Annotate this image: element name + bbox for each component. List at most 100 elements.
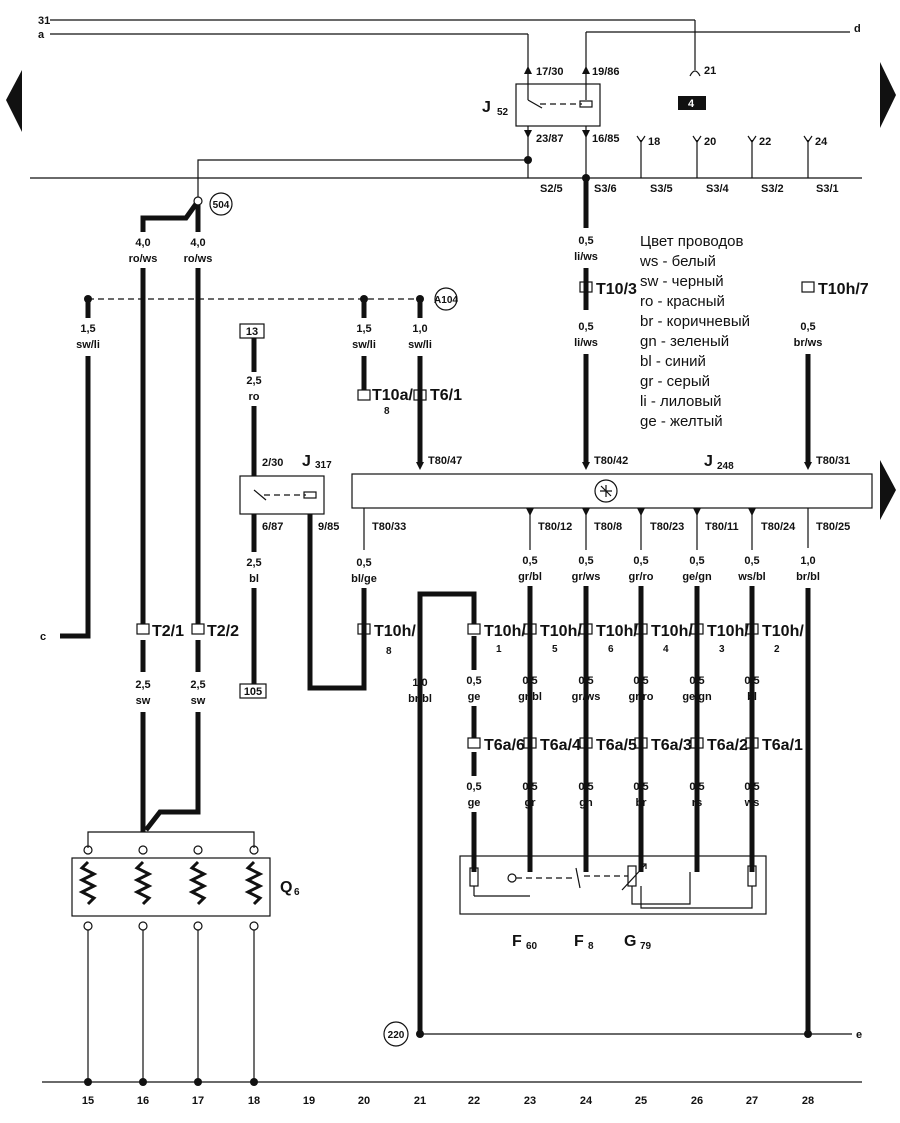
conn-t6a6 [467,737,481,749]
bus-label-s34: S3/4 [706,183,730,195]
junction-e [804,1030,812,1038]
col26-mid-size: 0,5 [689,675,704,687]
w15b-color: sw/li [352,339,376,351]
relay-j317 [239,475,325,515]
wire-c [60,356,91,639]
w25ro-color: ro [249,391,260,403]
col27-top-size: 0,5 [744,555,759,567]
ruler-27: 27 [746,1095,758,1107]
j248-pin-t8047: T80/47 [428,455,462,467]
box-4-label: 4 [688,98,695,110]
conn-t61 [413,389,427,401]
wire-j317-85 [307,514,367,691]
next-page-arrow[interactable] [880,62,896,128]
col24-t10n: 6 [608,644,614,655]
w05a-size: 0,5 [578,235,593,247]
col25-mid-size: 0,5 [633,675,648,687]
pin-21-mark [689,70,701,77]
col26-t10n: 3 [719,644,725,655]
node-504 [209,192,233,216]
tap-20-mark [692,135,702,144]
node-220 [383,1021,409,1047]
conn-t22-label: T2/2 [207,623,239,640]
col23-top-size: 0,5 [522,555,537,567]
j248-pin-t8011: T80/11 [705,521,739,533]
col25-t6: T6a/3 [651,737,692,754]
wire-504-feed [197,159,528,200]
j317-pin-1: 2/30 [262,457,283,469]
ruler-dot-15 [84,1078,92,1086]
bus-label-s36: S3/6 [594,183,617,195]
conn-t10a-num: 8 [384,406,390,417]
ruler-22: 22 [468,1095,480,1107]
ruler-15: 15 [82,1095,94,1107]
j248-in-arrow-1 [416,462,424,470]
conn-t10h8 [357,623,371,635]
j317-switch [253,489,267,501]
wire-e-label: e [856,1029,862,1041]
continue-arrow[interactable] [880,460,896,520]
j317-pin-3: 9/85 [318,521,339,533]
legend-item-ws: ws - белый [639,253,716,270]
col24-bot-size: 0,5 [578,781,593,793]
j52-pin-3: 23/87 [536,133,564,145]
ruler-18: 18 [248,1095,260,1107]
bus-label-s35: S3/5 [650,183,673,195]
heater-q6 [71,857,271,917]
col-26 [690,508,704,872]
j52-pin-2: 19/86 [592,66,620,78]
legend-item-sw: sw - черный [640,273,724,290]
tap-22-mark [747,135,757,144]
pin-21-label: 21 [704,65,716,77]
bus-label-s32: S3/2 [761,183,784,195]
w10brbl-size: 1,0 [412,677,427,689]
wire-31-label: 31 [38,15,50,27]
tap-20-label: 20 [704,136,716,148]
j248-pin-t8042: T80/42 [594,455,628,467]
j248-symbol-mark [600,485,612,497]
col24-mid-color: gr/ws [572,691,601,703]
col23-bot-color: gr [525,797,537,809]
w25swa-size: 2,5 [135,679,150,691]
col25-t10: T10h/ [651,623,693,640]
col26-t10: T10h/ [707,623,749,640]
col23-t10n: 5 [552,644,558,655]
sensor-internals [469,863,757,909]
f60-label: F [512,933,522,950]
col23-bot-size: 0,5 [522,781,537,793]
j52-out-arrow-2 [582,130,590,138]
col27-bot-size: 0,5 [744,781,759,793]
col26-t6: T6a/2 [707,737,748,754]
legend-item-ro: ro - красный [640,293,725,310]
wire-a-label: a [38,29,45,41]
conn-t10h1 [467,623,481,635]
box-105-label: 105 [244,686,262,698]
sensor-block [459,855,767,915]
col25-top-size: 0,5 [633,555,648,567]
w40b-size: 4,0 [190,237,205,249]
w25swb-color: sw [191,695,206,707]
col24-mid-size: 0,5 [578,675,593,687]
w25bl-color: bl [249,573,259,585]
w10-size: 1,0 [412,323,427,335]
w25bl-size: 2,5 [246,557,261,569]
col27-t10n: 2 [774,644,780,655]
conn-t103 [579,281,593,293]
j52-label-sub: 52 [497,107,509,118]
box-105 [239,683,267,699]
j52-arrow-2 [582,66,590,74]
w25swb-size: 2,5 [190,679,205,691]
w05c-size: 0,5 [800,321,815,333]
conn-t10h1-label: T10h/ [484,623,526,640]
conn-t21-label: T2/1 [152,623,184,640]
col25-top-color: gr/ro [628,571,653,583]
g79-label: G [624,933,636,950]
col22-bot-size: 0,5 [466,781,481,793]
ruler-dot-17 [194,1078,202,1086]
w15-size: 1,5 [80,323,95,335]
ruler-28: 28 [802,1095,814,1107]
prev-page-arrow[interactable] [6,70,22,132]
j248-pin-t8024: T80/24 [761,521,796,533]
relay-j52 [515,83,601,127]
col24-top-color: gr/ws [572,571,601,583]
